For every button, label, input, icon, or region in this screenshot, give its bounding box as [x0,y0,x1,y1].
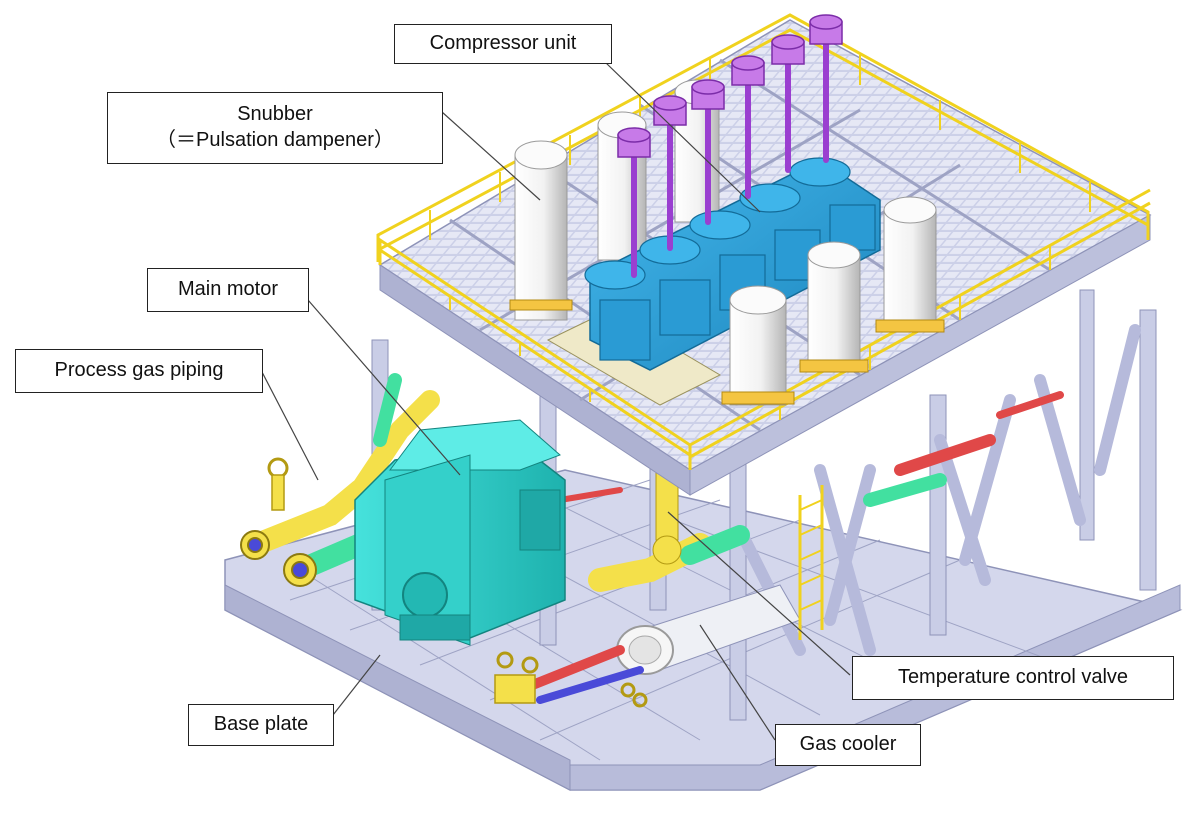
label-snubber-line1: Snubber [237,103,313,125]
label-gas-cooler: Gas cooler [775,724,921,766]
label-base-plate-text: Base plate [213,713,309,735]
gas-cooler-vessel [616,584,801,675]
snubber-vessel-4 [721,285,795,406]
leader-gas-cooler [699,624,776,741]
inlet-flanges [240,530,317,587]
label-main-motor: Main motor [147,268,309,312]
label-temperature-control-valve: Temperature control valve [852,656,1174,700]
leader-compressor-unit [604,61,761,213]
leader-snubber [441,111,541,201]
label-process-gas-piping: Process gas piping [15,349,263,393]
label-base-plate: Base plate [188,704,334,746]
label-snubber: Snubber （＝Pulsation dampener） [107,92,443,164]
label-temperature-control-valve-text: Temperature control valve [897,666,1129,688]
main-motor [354,419,566,646]
label-main-motor-text: Main motor [177,278,279,300]
leader-lines [261,61,851,741]
label-snubber-line2: （＝Pulsation dampener） [156,129,394,151]
snubber-vessel-1 [509,140,573,321]
leader-temperature-control-valve [667,511,851,676]
snubber-vessel-5 [799,241,869,373]
cylinder-rods [617,14,843,278]
label-compressor-unit-text: Compressor unit [429,32,577,54]
leader-process-gas-piping [261,371,319,481]
label-process-gas-piping-text: Process gas piping [54,359,224,381]
leader-base-plate [332,654,381,716]
hand-valves [267,457,648,708]
label-compressor-unit: Compressor unit [394,24,612,64]
leader-main-motor [307,299,461,476]
snubber-vessel-6 [875,196,945,333]
access-ladder [798,485,824,640]
label-gas-cooler-text: Gas cooler [799,733,897,755]
snubber-vessels-front [721,196,945,406]
